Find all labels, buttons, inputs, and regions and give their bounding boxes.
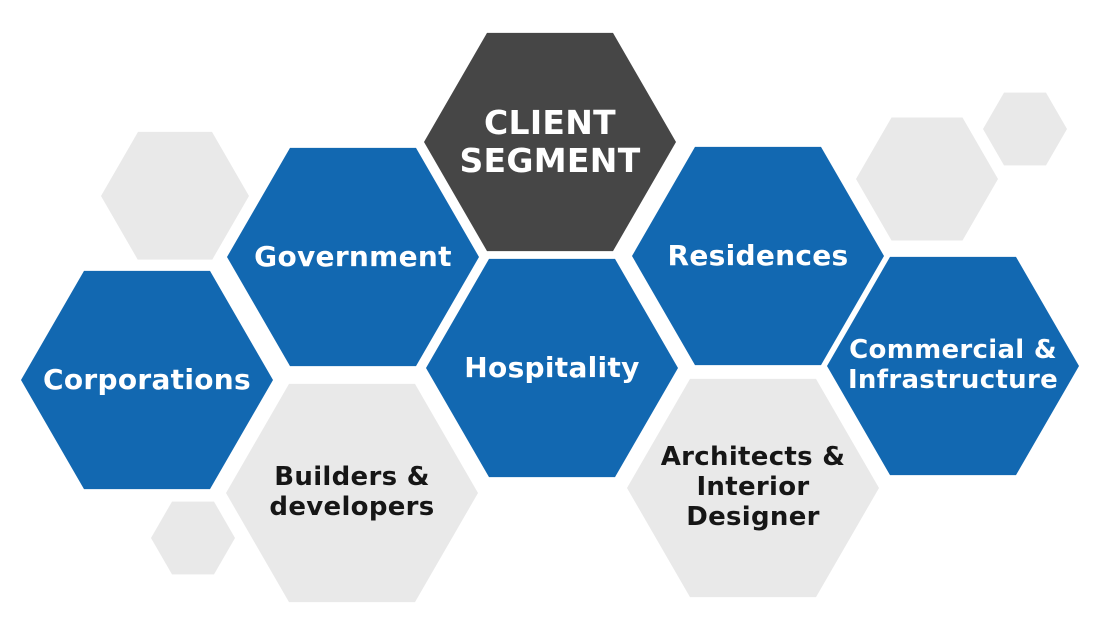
commercial-infrastructure-shape	[827, 256, 1079, 476]
architects-interior-designer-shape	[627, 378, 879, 598]
deco-top-left-shape	[101, 131, 249, 261]
deco-top-right-large-shape	[856, 117, 998, 241]
decorative-hexagons-layer	[101, 92, 1067, 575]
hospitality-shape	[426, 258, 678, 478]
deco-top-right-small-shape	[983, 92, 1067, 166]
deco-bottom-left-shape	[151, 501, 235, 575]
corporations-shape	[21, 270, 273, 490]
builders-developers-shape	[226, 383, 478, 603]
client-segment-shape	[424, 32, 676, 252]
government-shape	[227, 147, 479, 367]
hexagon-shapes-layer	[21, 32, 1079, 603]
residences-shape	[632, 146, 884, 366]
